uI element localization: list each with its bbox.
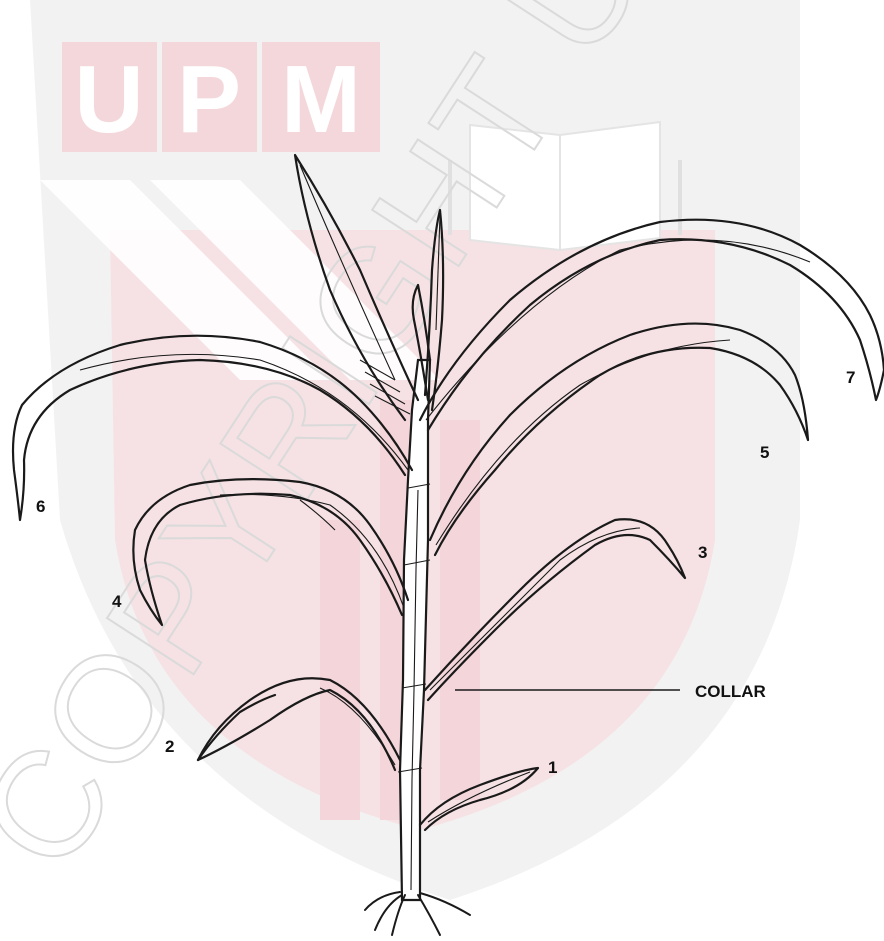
watermark-bar-3 (440, 420, 480, 800)
leaf-label-4: 4 (112, 592, 122, 611)
watermark-bar-1 (320, 520, 360, 820)
leaf-label-6: 6 (36, 497, 45, 516)
collar-label: COLLAR (695, 682, 766, 701)
leaf-label-7: 7 (846, 368, 855, 387)
watermark-letter-p: P (177, 46, 241, 153)
leaf-label-2: 2 (165, 737, 174, 756)
watermark-letter-m: M (281, 46, 361, 153)
leaf-label-3: 3 (698, 543, 707, 562)
leaf-label-1: 1 (548, 758, 557, 777)
watermark-letter-u: U (74, 46, 143, 153)
leaf-label-5: 5 (760, 443, 769, 462)
